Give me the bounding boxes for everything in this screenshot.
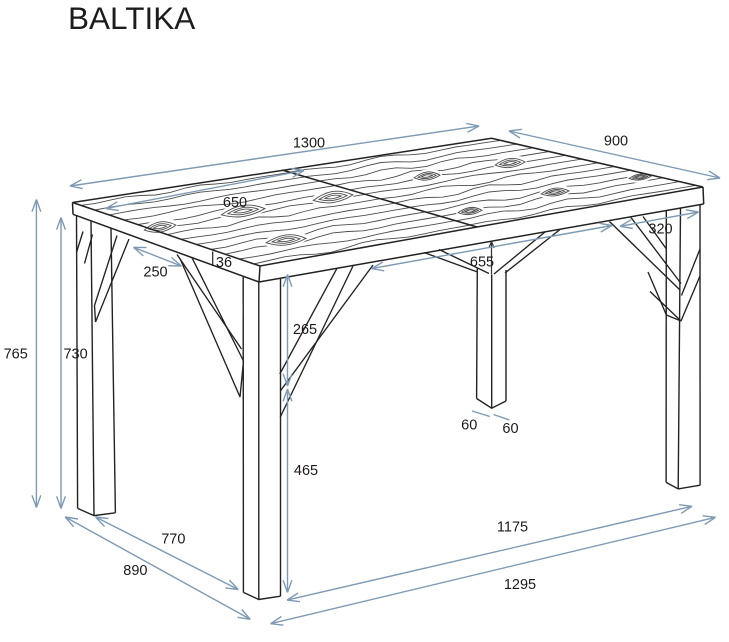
svg-text:465: 465: [294, 463, 318, 479]
svg-text:730: 730: [63, 347, 87, 363]
svg-text:265: 265: [293, 322, 317, 338]
svg-text:655: 655: [470, 255, 494, 271]
svg-text:650: 650: [223, 195, 247, 211]
svg-text:890: 890: [123, 563, 147, 579]
svg-text:320: 320: [648, 221, 672, 237]
svg-text:BALTIKA: BALTIKA: [68, 0, 195, 36]
svg-text:36: 36: [216, 255, 232, 271]
svg-text:60: 60: [502, 421, 518, 437]
svg-text:765: 765: [4, 347, 28, 363]
svg-text:60: 60: [461, 418, 477, 434]
svg-text:900: 900: [604, 134, 628, 150]
svg-text:1295: 1295: [504, 577, 536, 593]
svg-text:770: 770: [161, 532, 185, 548]
svg-text:1300: 1300: [293, 136, 325, 152]
svg-text:250: 250: [143, 265, 167, 281]
svg-text:1175: 1175: [497, 520, 528, 536]
